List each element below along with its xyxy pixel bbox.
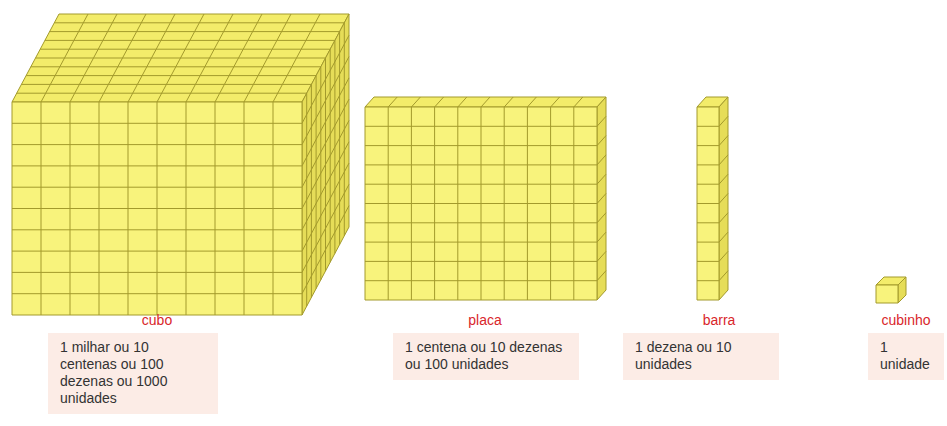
grid-line <box>50 31 340 32</box>
block-name: barra <box>703 312 736 329</box>
grid-line <box>481 97 490 107</box>
block-face <box>719 97 728 300</box>
block-face <box>697 107 719 300</box>
grid-line <box>12 123 302 124</box>
grid-line <box>306 93 307 306</box>
unit-block <box>876 277 906 303</box>
grid-line <box>697 222 719 223</box>
grid-line <box>316 76 317 289</box>
grid-line <box>365 242 597 243</box>
grid-line <box>311 84 312 297</box>
block-face <box>365 97 606 107</box>
bar-block <box>697 97 728 300</box>
grid-line <box>31 66 321 67</box>
grid-line <box>574 97 583 107</box>
grid-line <box>719 116 728 126</box>
block-face <box>597 97 606 300</box>
grid-line <box>527 97 536 107</box>
value-box: placa1 centena ou 10 dezenas ou 100 unid… <box>393 333 579 380</box>
block-face <box>12 14 349 102</box>
grid-line <box>597 194 606 204</box>
grid-line <box>12 229 302 230</box>
block-face <box>876 285 898 303</box>
grid-line <box>54 22 344 23</box>
grid-line <box>36 58 326 59</box>
grid-line <box>12 165 302 166</box>
grid-line <box>12 272 302 273</box>
grid-line <box>597 116 606 126</box>
block-face <box>898 277 906 303</box>
grid-line <box>40 49 330 50</box>
grid-line <box>12 251 302 252</box>
grid-line <box>597 155 606 165</box>
plate-block <box>365 97 606 300</box>
value-text: 1 milhar ou 10 centenas ou 100 dezenas o… <box>60 339 208 407</box>
grid-line <box>365 184 597 185</box>
value-box: cubinho1 unidade <box>868 333 944 380</box>
grid-line <box>12 144 302 145</box>
grid-line <box>334 40 335 253</box>
grid-line <box>697 242 719 243</box>
grid-line <box>12 208 302 209</box>
grid-line <box>435 97 444 107</box>
grid-line <box>17 93 307 94</box>
grid-line <box>12 187 302 188</box>
grid-line <box>597 271 606 281</box>
grid-line <box>365 126 597 127</box>
value-text: 1 unidade <box>880 339 934 373</box>
grid-line <box>325 58 326 271</box>
grid-line <box>719 155 728 165</box>
block-face <box>365 107 597 300</box>
grid-line <box>597 174 606 184</box>
grid-line <box>365 164 597 165</box>
value-text: 1 centena ou 10 dezenas ou 100 unidades <box>405 339 569 373</box>
grid-line <box>365 280 597 281</box>
grid-line <box>21 84 311 85</box>
block-name: placa <box>468 312 501 329</box>
block-name: cubinho <box>881 312 930 329</box>
grid-line <box>719 271 728 281</box>
block-face <box>12 102 302 315</box>
grid-line <box>719 213 728 223</box>
grid-line <box>719 174 728 184</box>
grid-line <box>597 232 606 242</box>
grid-line <box>719 194 728 204</box>
grid-line <box>697 145 719 146</box>
grid-line <box>504 97 513 107</box>
grid-line <box>697 280 719 281</box>
grid-line <box>45 40 335 41</box>
grid-line <box>719 136 728 146</box>
grid-line <box>697 184 719 185</box>
grid-line <box>411 97 420 107</box>
grid-line <box>458 97 467 107</box>
grid-line <box>597 136 606 146</box>
grid-line <box>12 293 302 294</box>
grid-line <box>344 23 345 236</box>
grid-line <box>365 222 597 223</box>
grid-line <box>365 261 597 262</box>
value-box: cubo1 milhar ou 10 centenas ou 100 dezen… <box>48 333 218 414</box>
grid-line <box>719 232 728 242</box>
grid-line <box>597 213 606 223</box>
block-face <box>302 14 349 315</box>
grid-line <box>551 97 560 107</box>
grid-line <box>330 49 331 262</box>
grid-line <box>597 251 606 261</box>
grid-line <box>697 203 719 204</box>
grid-line <box>26 75 316 76</box>
grid-line <box>697 126 719 127</box>
grid-line <box>339 32 340 245</box>
grid-line <box>697 164 719 165</box>
grid-line <box>719 251 728 261</box>
block-name: cubo <box>142 312 172 329</box>
grid-line <box>365 203 597 204</box>
grid-line <box>388 97 397 107</box>
grid-line <box>365 145 597 146</box>
value-text: 1 dezena ou 10 unidades <box>635 339 769 373</box>
value-box: barra1 dezena ou 10 unidades <box>623 333 779 380</box>
cube-block <box>12 14 349 315</box>
grid-line <box>320 67 321 280</box>
grid-line <box>697 261 719 262</box>
